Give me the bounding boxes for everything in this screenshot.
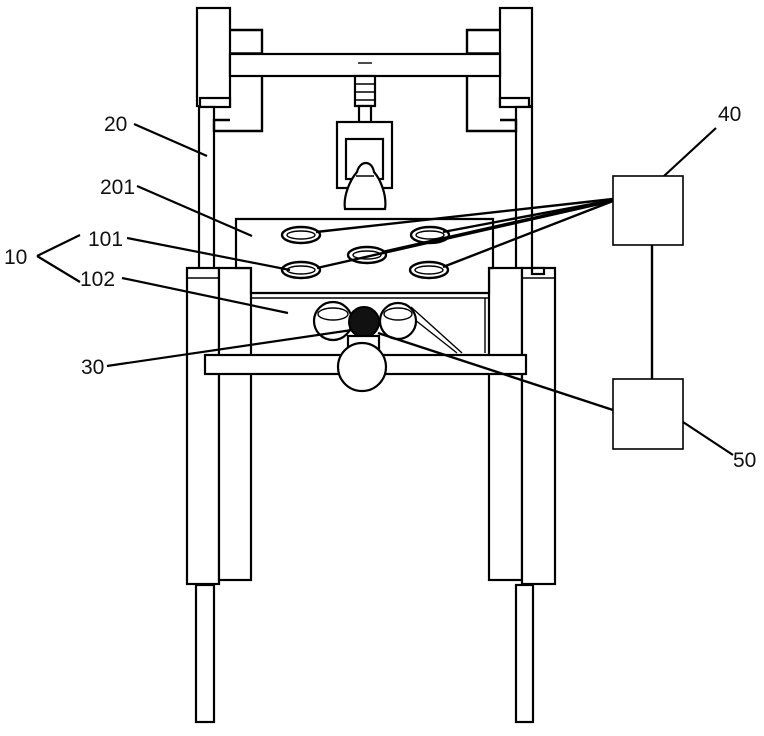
label-201: 201 xyxy=(100,176,135,199)
roller-assembly xyxy=(314,302,462,391)
left-leg xyxy=(196,585,214,722)
label-10: 10 xyxy=(4,246,27,269)
camera-head xyxy=(337,63,392,209)
right-leg xyxy=(516,585,533,722)
label-102: 102 xyxy=(80,268,115,291)
box-50 xyxy=(613,379,683,449)
label-20: 20 xyxy=(104,113,127,136)
label-101: 101 xyxy=(88,228,123,251)
label-30: 30 xyxy=(81,356,104,379)
label-50: 50 xyxy=(733,449,756,472)
box-40 xyxy=(613,176,683,245)
label-40: 40 xyxy=(718,103,741,126)
